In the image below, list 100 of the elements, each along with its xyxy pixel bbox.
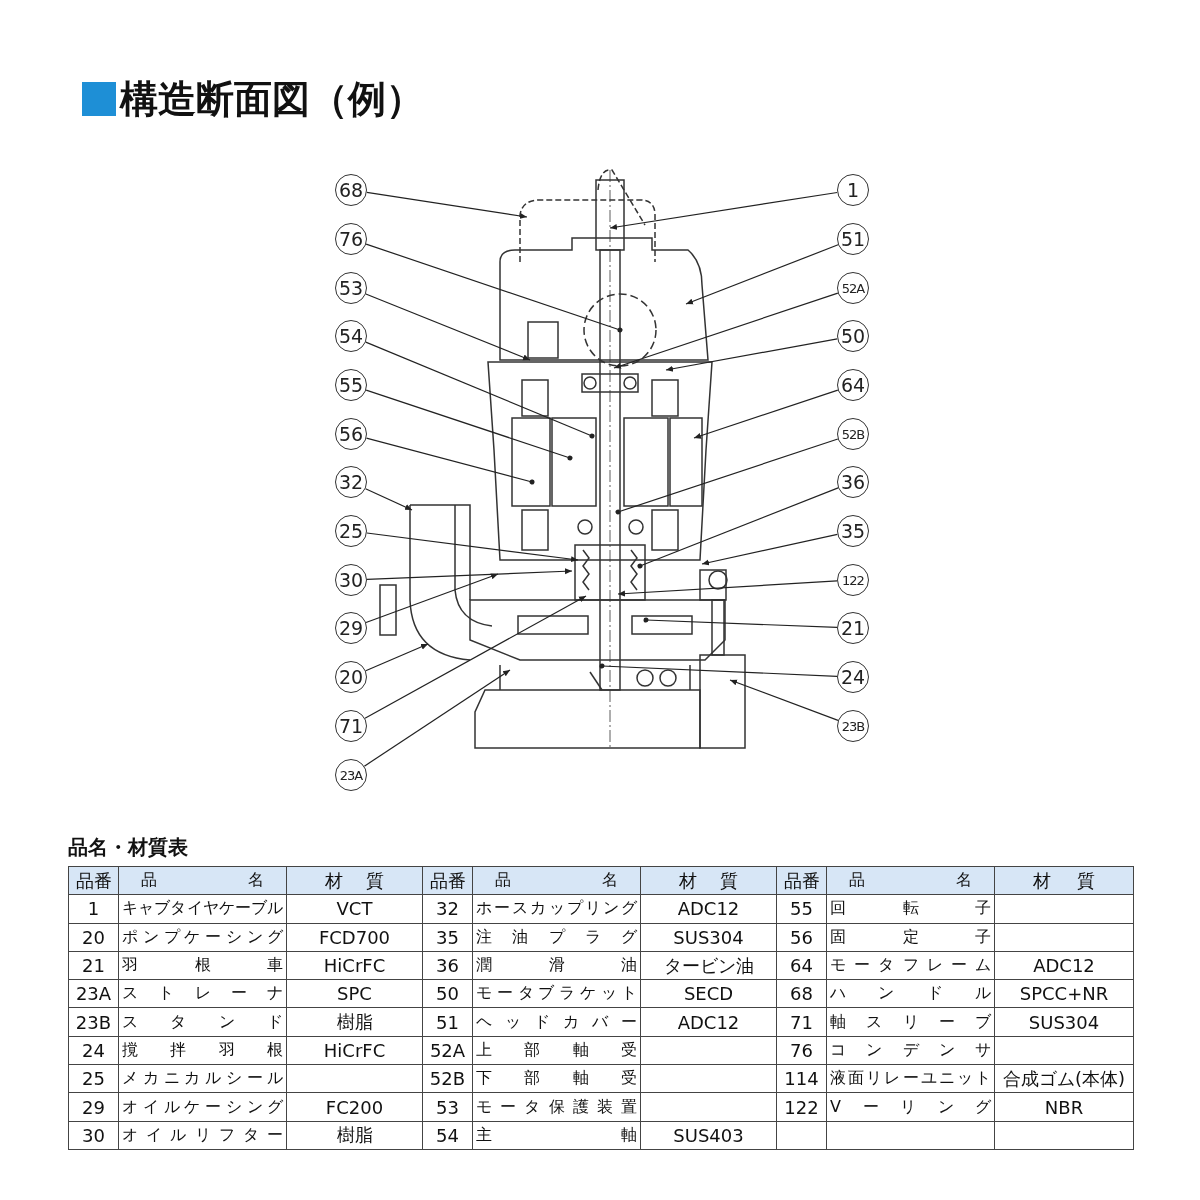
table-title: 品名・材質表 xyxy=(68,834,188,861)
callout-number: 76 xyxy=(335,223,367,255)
callout-number: 23B xyxy=(837,710,869,742)
leader-line xyxy=(693,389,839,439)
callout-number: 52A xyxy=(837,272,869,304)
part-number: 30 xyxy=(68,1121,119,1150)
material: SPCC+NR xyxy=(994,979,1134,1008)
material: ADC12 xyxy=(640,894,777,924)
part-number: 35 xyxy=(422,923,473,952)
part-number: 71 xyxy=(776,1008,827,1037)
leader-line xyxy=(365,243,623,333)
leader-line xyxy=(364,595,587,719)
leader-line xyxy=(365,437,535,485)
leader-line xyxy=(617,580,838,597)
diagram-title: 構造断面図（例） xyxy=(120,76,424,123)
material: FC200 xyxy=(286,1092,423,1122)
callout-number: 71 xyxy=(335,710,367,742)
material: ADC12 xyxy=(994,951,1134,980)
callout-number: 25 xyxy=(335,515,367,547)
part-number: 114 xyxy=(776,1064,827,1093)
part-name: 固定子 xyxy=(826,923,995,952)
part-name: モータフレーム xyxy=(826,951,995,980)
part-name: 上部軸受 xyxy=(472,1036,641,1065)
part-number: 20 xyxy=(68,923,119,952)
part-name: モータブラケット xyxy=(472,979,641,1008)
leader-line xyxy=(366,191,528,219)
callout-number: 29 xyxy=(335,612,367,644)
callout-number: 20 xyxy=(335,661,367,693)
leader-line xyxy=(366,532,579,563)
leader-line xyxy=(365,389,573,461)
leader-line xyxy=(366,568,573,580)
material: NBR xyxy=(994,1092,1134,1122)
column-header: 品番 xyxy=(776,866,827,895)
part-name: ポンプケーシング xyxy=(118,923,287,952)
part-name: 注油プラグ xyxy=(472,923,641,952)
column-header: 品名 xyxy=(472,866,641,895)
callout-number: 32 xyxy=(335,466,367,498)
part-name: 潤滑油 xyxy=(472,951,641,980)
part-name: ヘッドカバー xyxy=(472,1008,641,1037)
part-name: 下部軸受 xyxy=(472,1064,641,1093)
material: SUS403 xyxy=(640,1121,777,1150)
callout-number: 23A xyxy=(335,759,367,791)
callout-number: 64 xyxy=(837,369,869,401)
leader-line xyxy=(637,487,839,569)
part-name: メカニカルシール xyxy=(118,1064,287,1093)
part-name: Vーリング xyxy=(826,1092,995,1122)
part-name: ストレーナ xyxy=(118,979,287,1008)
part-number: 54 xyxy=(422,1121,473,1150)
material: 樹脂 xyxy=(286,1121,423,1150)
callout-number: 68 xyxy=(335,174,367,206)
callout-number: 50 xyxy=(837,320,869,352)
material: 合成ゴム(本体) xyxy=(994,1064,1134,1093)
part-number: 25 xyxy=(68,1064,119,1093)
part-name: 液面リレーユニット xyxy=(826,1064,995,1093)
leader-line xyxy=(365,293,531,361)
part-name: 回転子 xyxy=(826,894,995,924)
callout-number: 35 xyxy=(837,515,869,547)
column-header: 品番 xyxy=(68,866,119,895)
leader-line xyxy=(363,669,511,767)
material: タービン油 xyxy=(640,951,777,980)
callout-number: 52B xyxy=(837,418,869,450)
material: 樹脂 xyxy=(286,1008,423,1037)
part-name: 撹拌羽根 xyxy=(118,1036,287,1065)
part-name: モータ保護装置 xyxy=(472,1092,641,1122)
material: HiCrFC xyxy=(286,1036,423,1065)
leader-line xyxy=(599,663,838,677)
part-name: ハンドル xyxy=(826,979,995,1008)
part-number: 68 xyxy=(776,979,827,1008)
part-number: 51 xyxy=(422,1008,473,1037)
part-number: 64 xyxy=(776,951,827,980)
leader-line xyxy=(665,338,838,372)
material: SUS304 xyxy=(640,923,777,952)
callout-number: 21 xyxy=(837,612,869,644)
part-name: 主軸 xyxy=(472,1121,641,1150)
part-number: 56 xyxy=(776,923,827,952)
leader-line xyxy=(613,292,839,369)
callout-number: 1 xyxy=(837,174,869,206)
part-number: 21 xyxy=(68,951,119,980)
leader-line xyxy=(701,533,838,566)
callout-number: 53 xyxy=(335,272,367,304)
leader-line xyxy=(729,679,839,721)
part-number: 29 xyxy=(68,1092,119,1122)
part-number: 1 xyxy=(68,894,119,924)
material: ADC12 xyxy=(640,1008,777,1037)
part-number: 76 xyxy=(776,1036,827,1065)
callout-number: 54 xyxy=(335,320,367,352)
part-number: 55 xyxy=(776,894,827,924)
part-name: オイルケーシング xyxy=(118,1092,287,1122)
material: VCT xyxy=(286,894,423,924)
column-header: 材質 xyxy=(640,866,777,895)
part-name: 羽根車 xyxy=(118,951,287,980)
material: FCD700 xyxy=(286,923,423,952)
column-header: 材質 xyxy=(994,866,1134,895)
column-header: 品番 xyxy=(422,866,473,895)
leader-line xyxy=(365,573,499,624)
part-number: 36 xyxy=(422,951,473,980)
part-number: 23A xyxy=(68,979,119,1008)
leader-line xyxy=(365,341,595,439)
part-name: ホースカップリング xyxy=(472,894,641,924)
part-name: コンデンサ xyxy=(826,1036,995,1065)
